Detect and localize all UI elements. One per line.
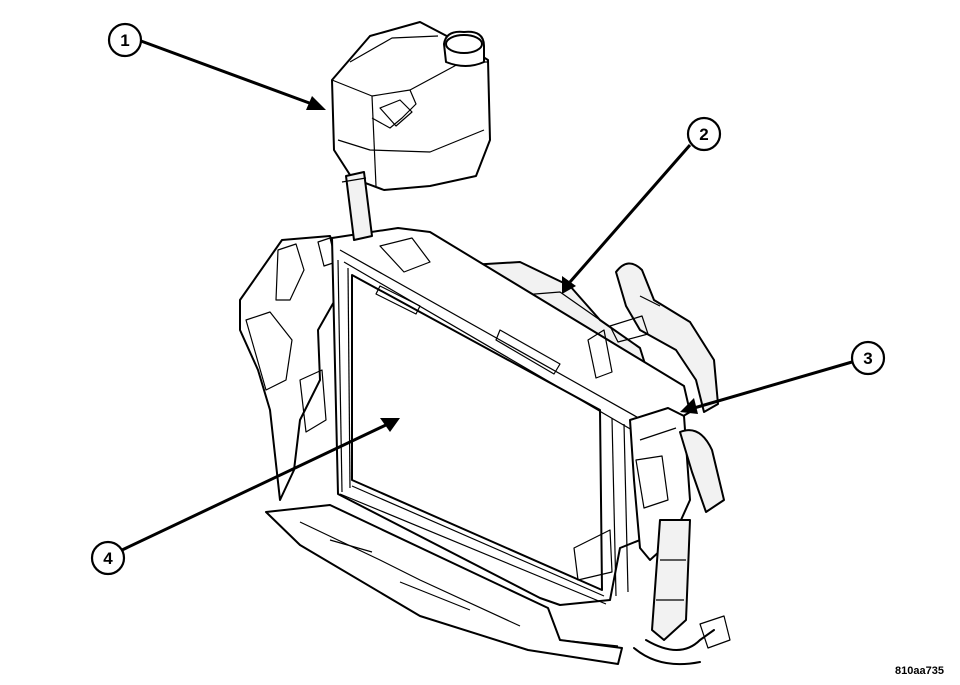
svg-text:2: 2 bbox=[699, 125, 708, 144]
callout-3: 3 bbox=[850, 340, 886, 376]
callout-leaders bbox=[121, 39, 853, 552]
radiator-hose bbox=[609, 262, 731, 666]
svg-text:1: 1 bbox=[120, 31, 129, 50]
figure-id-label: 810aa735 bbox=[895, 665, 944, 677]
callout-2: 2 bbox=[686, 116, 722, 152]
svg-text:4: 4 bbox=[103, 549, 113, 568]
callout-1: 1 bbox=[107, 22, 143, 58]
callout-4: 4 bbox=[90, 540, 126, 576]
svg-text:3: 3 bbox=[863, 349, 872, 368]
coolant-reservoir bbox=[331, 21, 491, 241]
lower-air-deflector bbox=[265, 504, 623, 665]
left-support-bracket bbox=[239, 235, 341, 501]
